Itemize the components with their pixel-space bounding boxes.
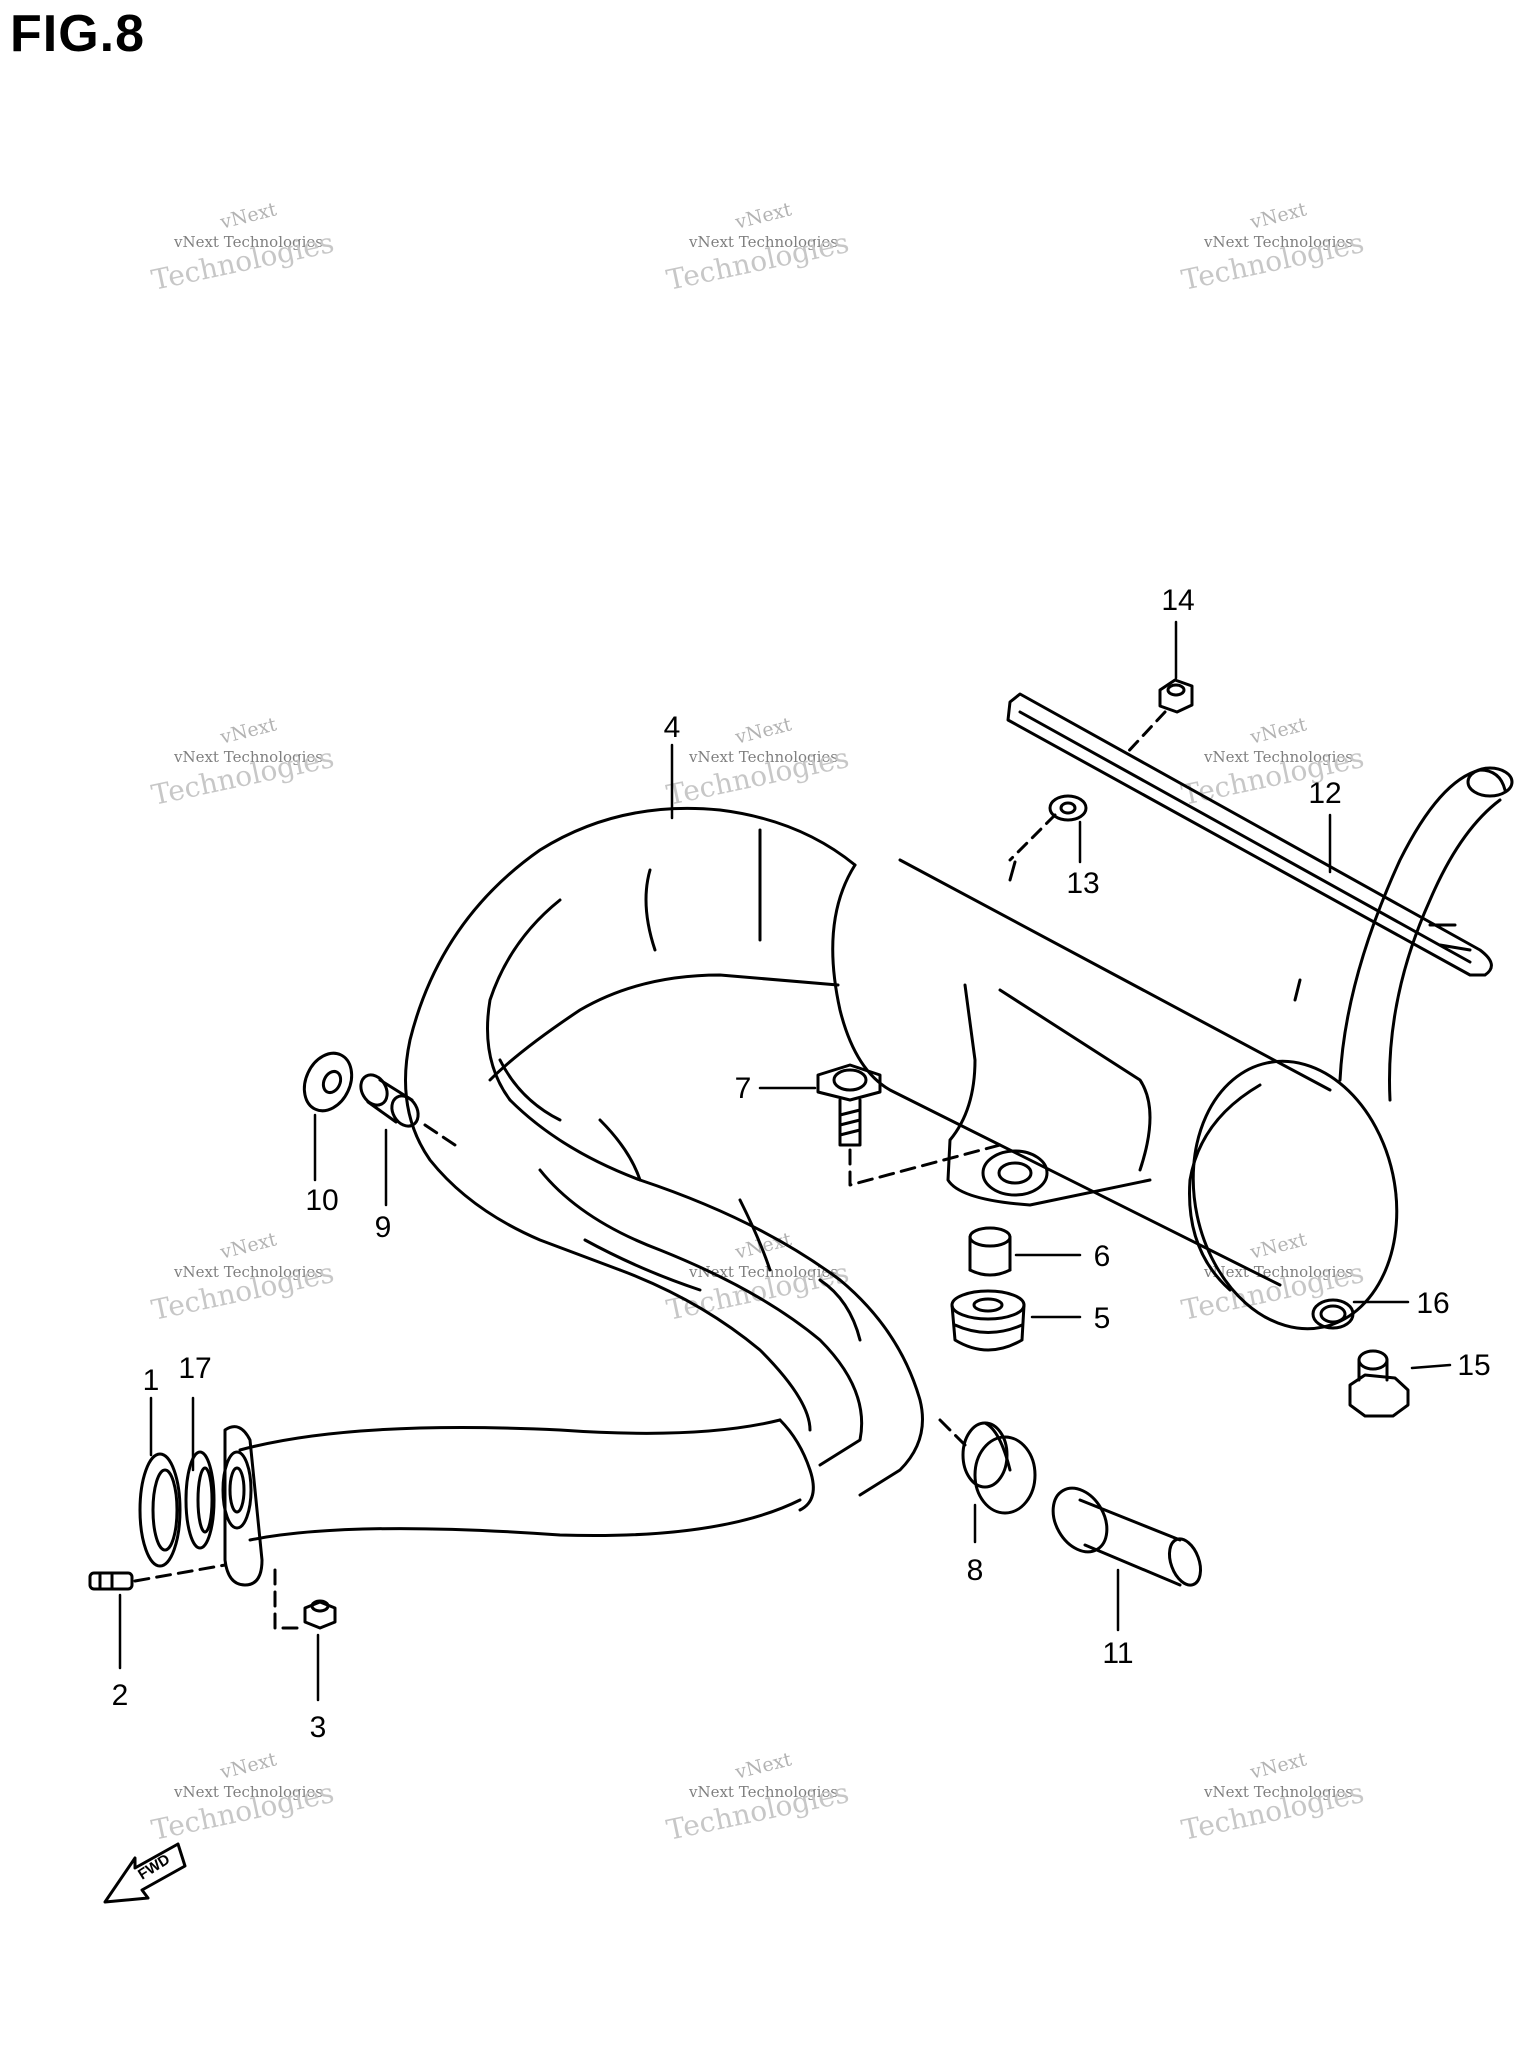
part-3-nut	[273, 1568, 337, 1630]
part-9-collar	[359, 1073, 457, 1147]
part-13-washer	[1008, 794, 1088, 862]
part-17-gasket	[184, 1450, 216, 1550]
callout-5: 5	[1094, 1302, 1111, 1335]
part-14-nut	[1123, 678, 1194, 757]
part-7-bolt	[816, 1063, 1002, 1187]
callout-6: 6	[1094, 1240, 1111, 1273]
part-8-grommet	[938, 1418, 1037, 1515]
callout-14: 14	[1161, 584, 1194, 617]
part-12-heat-shield	[1006, 692, 1493, 977]
part-11-pipe	[1051, 1486, 1203, 1587]
callout-12: 12	[1308, 777, 1341, 810]
callout-17: 17	[178, 1352, 211, 1385]
exhaust-pipe-loop	[238, 806, 924, 1542]
part-4-muffler	[831, 766, 1514, 1331]
callout-8: 8	[967, 1554, 984, 1587]
callout-16: 16	[1416, 1287, 1449, 1320]
callout-13: 13	[1066, 867, 1099, 900]
callout-4: 4	[664, 711, 681, 744]
part-15-plug	[1348, 1349, 1410, 1418]
fwd-arrow: FWD	[103, 1842, 187, 1904]
part-6-collar	[968, 1226, 1012, 1277]
callout-11: 11	[1102, 1637, 1133, 1670]
callout-2: 2	[112, 1679, 129, 1712]
callout-9: 9	[375, 1211, 392, 1244]
part-2-stud-bolt	[88, 1563, 227, 1591]
callout-labels: 1 2 3 4 5 6 7 8 9 10 11 12 13 14 15 16 1…	[112, 584, 1491, 1744]
leader-lines	[118, 620, 1452, 1702]
callout-3: 3	[310, 1711, 327, 1744]
pipe-flange	[221, 1425, 264, 1587]
part-5-grommet	[950, 1289, 1026, 1352]
figure-title: FIG.8	[10, 5, 146, 63]
callout-15: 15	[1457, 1349, 1490, 1382]
callout-10: 10	[305, 1184, 338, 1217]
callout-7: 7	[735, 1072, 752, 1105]
part-1-gasket	[138, 1452, 182, 1568]
part-10-washer	[302, 1051, 354, 1113]
part-16-washer	[1311, 1298, 1355, 1330]
callout-1: 1	[143, 1364, 160, 1397]
